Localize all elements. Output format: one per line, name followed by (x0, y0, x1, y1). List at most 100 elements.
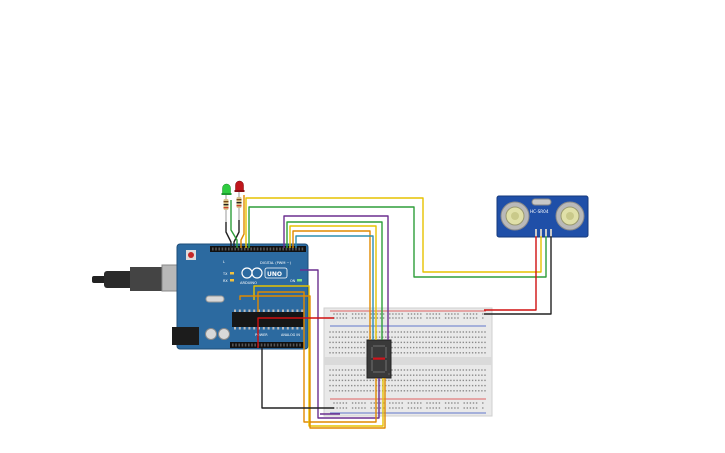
breadboard-hole (468, 331, 471, 333)
breadboard-hole (410, 407, 413, 409)
header-pin (283, 343, 285, 347)
breadboard-hole (409, 374, 412, 376)
breadboard-hole (434, 346, 437, 349)
breadboard-hole (478, 379, 480, 382)
chip-pin (262, 309, 265, 312)
breadboard-hole (338, 390, 340, 392)
breadboard-hole (342, 402, 344, 404)
breadboard-hole (437, 369, 440, 371)
breadboard-hole (422, 346, 424, 349)
breadboard-hole (428, 352, 430, 354)
breadboard-hole (435, 402, 437, 404)
breadboard-hole (351, 369, 353, 371)
breadboard-hole (361, 402, 363, 404)
breadboard-hole (333, 313, 335, 315)
breadboard-hole (465, 374, 468, 376)
breadboard-hole (450, 374, 452, 376)
breadboard-hole (406, 352, 409, 354)
breadboard-hole (420, 402, 422, 404)
breadboard-hole (382, 313, 385, 315)
wire-7seg-teal (295, 235, 374, 340)
header-pin (292, 343, 295, 347)
header-pin (234, 247, 236, 251)
breadboard-hole (329, 336, 331, 338)
breadboard-hole (422, 352, 424, 354)
breadboard-hole (466, 402, 468, 404)
breadboard-hole (465, 341, 468, 344)
chip-pin (277, 309, 280, 312)
breadboard-hole (425, 341, 427, 344)
breadboard-hole (462, 331, 464, 333)
breadboard-hole (454, 407, 456, 409)
breadboard-hole (426, 402, 428, 404)
breadboard-hole (432, 402, 434, 404)
breadboard-hole (484, 379, 486, 382)
header-pin (285, 247, 288, 251)
breadboard-hole (333, 402, 335, 404)
header-pin (212, 247, 214, 251)
breadboard-hole (338, 374, 340, 376)
breadboard-hole (401, 402, 403, 404)
breadboard-hole (469, 313, 472, 315)
breadboard-hole (444, 407, 447, 409)
breadboard-hole (358, 317, 360, 319)
breadboard-hole (398, 402, 400, 404)
breadboard-hole (400, 384, 402, 387)
breadboard-hole (339, 407, 341, 409)
breadboard-hole (475, 336, 477, 338)
chip-pin (277, 327, 280, 330)
breadboard-hole (339, 402, 341, 404)
breadboard-hole (475, 384, 477, 387)
breadboard-hole (360, 346, 362, 349)
header-pin (237, 247, 240, 251)
breadboard-hole (475, 346, 477, 349)
breadboard-hole (465, 331, 468, 333)
breadboard-hole (332, 336, 334, 338)
breadboard-hole (347, 369, 350, 371)
breadboard-hole (351, 317, 354, 319)
red-led (234, 180, 245, 192)
breadboard-hole (391, 379, 393, 382)
breadboard-hole (363, 390, 365, 392)
breadboard-hole (456, 341, 458, 344)
breadboard-hole (341, 346, 344, 349)
breadboard-hole (459, 369, 461, 371)
header-pin (282, 247, 284, 251)
breadboard-hole (406, 331, 409, 333)
breadboard-hole (416, 336, 418, 338)
breadboard-hole (432, 317, 434, 319)
breadboard-hole (456, 390, 458, 392)
breadboard-hole (465, 390, 468, 392)
breadboard-hole (409, 341, 412, 344)
breadboard-hole (471, 379, 474, 382)
breadboard-hole (471, 352, 474, 354)
breadboard-hole (434, 352, 437, 354)
wire-sensor-gnd (484, 236, 552, 315)
breadboard-hole (413, 374, 415, 376)
header-pin (263, 247, 265, 251)
breadboard-hole (447, 390, 449, 392)
header-pin (299, 343, 301, 347)
breadboard-hole (403, 374, 406, 376)
breadboard-hole (434, 331, 437, 333)
breadboard-hole (363, 331, 365, 333)
breadboard-hole (459, 331, 461, 333)
breadboard-hole (392, 313, 394, 315)
breadboard-hole (447, 331, 449, 333)
breadboard-hole (403, 390, 406, 392)
breadboard-hole (450, 379, 452, 382)
header-pin (273, 343, 276, 347)
header-pin (240, 247, 243, 251)
breadboard-hole (406, 341, 409, 344)
breadboard-hole (450, 331, 452, 333)
breadboard-hole (391, 384, 393, 387)
seven-segment-segments (371, 345, 387, 373)
header-pin (292, 247, 294, 251)
breadboard-hole (329, 341, 331, 344)
breadboard-hole (453, 384, 455, 387)
breadboard-hole (379, 313, 382, 315)
breadboard-hole (361, 407, 363, 409)
breadboard-hole (438, 402, 441, 404)
breadboard-hole (419, 346, 421, 349)
